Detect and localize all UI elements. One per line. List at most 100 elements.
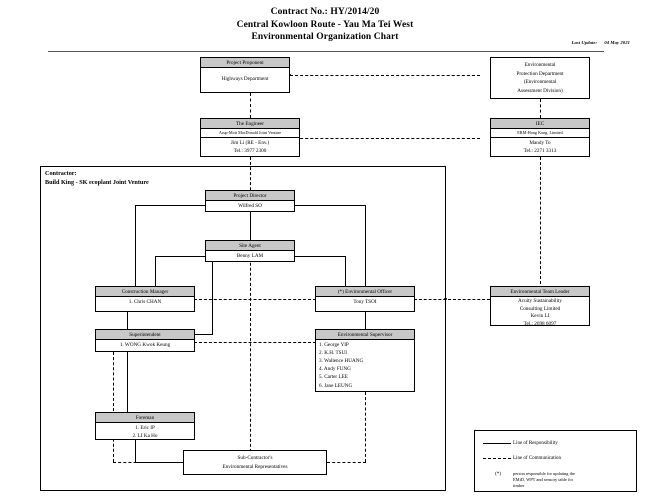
foreman-body: 1. Eric IP 2. LI Ka Ho	[96, 423, 194, 441]
contractor-frame	[40, 166, 446, 491]
header-divider	[48, 51, 604, 52]
epd-line-1: Environmental	[524, 62, 556, 68]
environmental-officer-body: Tony TSOI	[353, 299, 377, 305]
box-construction-manager: Construction Manager 1. Chris CHAN	[95, 286, 195, 312]
list-item: 4. Andy FUNG	[319, 366, 351, 373]
legend-star-note: person responsible for updating the EMiD…	[513, 471, 633, 490]
connector-pd-right-drop	[365, 205, 366, 287]
last-update: Last Update: 04 May 2021	[500, 40, 630, 45]
legend-label-responsibility: Line of Responsibility	[513, 441, 558, 446]
superintendent-body: 1. WONG Kwok Keung	[119, 342, 171, 348]
contractor-label-line-1: Contractor:	[45, 170, 77, 177]
box-site-agent: Site Agent Benny LAM	[205, 240, 295, 262]
connector-superintendent-foreman	[127, 352, 128, 412]
connector-eo-etl	[414, 299, 490, 300]
connector-superintendent-es	[194, 342, 316, 343]
iec-tel: Tel.: 2271 3313	[523, 148, 557, 154]
project-proponent-body: Highways Department	[201, 68, 289, 84]
last-update-date: 04 May 2021	[604, 40, 630, 45]
connector-engineer-iec	[290, 138, 480, 139]
environmental-supervisor-list: 1. George YIP 2. K.H. TSUI 3. Wallence H…	[316, 340, 414, 391]
connector-sa-center-drop	[212, 256, 213, 334]
connector-es-subcontractor	[365, 392, 366, 462]
connector-iec-etl	[540, 157, 541, 284]
superintendent-header: Superintendent	[96, 330, 194, 340]
engineer-firm: Arup-Mott MacDonald Joint Venture	[201, 130, 299, 138]
project-director-body: Wilfred SO	[238, 203, 262, 209]
site-agent-header: Site Agent	[206, 241, 294, 251]
box-environmental-officer: (*) Environmental Officer Tony TSOI	[315, 286, 415, 312]
connector-superintendent-down	[113, 352, 114, 462]
foreman-member-1: 1. Eric IP	[135, 425, 155, 431]
foreman-header: Foreman	[96, 413, 194, 423]
connector-es-subcontractor-h	[327, 462, 366, 463]
box-environmental-team-leader: Environmental Team Leader Acuity Sustain…	[490, 286, 590, 329]
construction-manager-header: Construction Manager	[96, 287, 194, 297]
last-update-label: Last Update:	[571, 40, 598, 45]
iec-body: ERM-Hong Kong, Limited Mandy To Tel.: 22…	[491, 129, 589, 156]
connector-proponent-epd	[290, 75, 480, 76]
connector-engineer-down	[250, 157, 251, 467]
box-iec: IEC ERM-Hong Kong, Limited Mandy To Tel.…	[490, 118, 590, 157]
etl-line-3: Kevin LI	[530, 313, 550, 320]
epd-line-3: (Environmental	[523, 79, 557, 85]
sub-contractor-line-1: Sub-Contractor's	[237, 454, 273, 461]
environmental-team-leader-header: Environmental Team Leader	[491, 287, 589, 297]
legend-row-star-note: (*) person responsible for updating the …	[483, 471, 633, 490]
connector-foreman-subcontractor	[135, 440, 136, 462]
list-item: 3. Wallence HUANG	[319, 357, 364, 364]
connector-sa-right-drop	[345, 256, 346, 287]
etl-line-4: Tel.: 2698 6097	[523, 320, 557, 327]
connector-proponent-engineer	[250, 93, 251, 118]
box-epd: Environmental Protection Department (Env…	[490, 57, 590, 99]
project-proponent-value: Highways Department	[221, 76, 269, 82]
engineer-name: Jim Li (RE - Env.)	[230, 140, 270, 146]
title-line-project: Central Kowloon Route - Yau Ma Tei West	[236, 19, 414, 30]
list-item: 1. George YIP	[319, 341, 349, 348]
project-director-header: Project Director	[206, 191, 294, 201]
box-project-proponent: Project Proponent Highways Department	[200, 57, 290, 93]
epd-line-2: Protection Department	[516, 70, 564, 77]
list-item: 6. Jane LEUNG	[319, 382, 353, 389]
box-sub-contractor: Sub-Contractor's Environmental Represent…	[183, 450, 327, 475]
legend-row-communication: Line of Communication	[483, 455, 561, 462]
list-item: 5. Carter LEE	[319, 374, 348, 381]
box-environmental-supervisor: Environmental Supervisor 1. George YIP 2…	[315, 329, 415, 392]
list-item: 2. K.H. TSUI	[319, 349, 348, 356]
connector-cm-eo	[194, 299, 316, 300]
legend: Line of Responsibility Line of Communica…	[474, 430, 637, 492]
contractor-label-line-2: Build King - SK ecoplant Joint Venture	[45, 179, 149, 186]
environmental-supervisor-header: Environmental Supervisor	[316, 330, 414, 340]
legend-star-note-line-1: person responsible for updating the	[513, 471, 575, 476]
box-foreman: Foreman 1. Eric IP 2. LI Ka Ho	[95, 412, 195, 440]
legend-star-note-line-3: timber	[513, 483, 525, 489]
solid-line-icon	[483, 443, 513, 444]
page-title: Contract No.: HY/2014/20 Central Kowloon…	[0, 6, 650, 44]
connector-dot-frame-right	[444, 297, 447, 301]
connector-eo-es	[365, 312, 366, 330]
iec-header: IEC	[491, 119, 589, 129]
connector-cm-superintendent	[127, 312, 128, 330]
etl-line-1: Acuity Sustainability	[518, 298, 562, 304]
connector-superintendent-sub-h	[113, 462, 183, 463]
asterisk-icon: (*)	[495, 472, 501, 477]
box-superintendent: Superintendent 1. WONG Kwok Keung	[95, 329, 195, 352]
engineer-tel: Tel.: 3977 2300	[233, 148, 267, 154]
connector-pd-stem	[250, 205, 251, 244]
engineer-header: The Engineer	[201, 119, 299, 129]
connector-epd-iec	[540, 99, 541, 118]
iec-name: Mandy To	[529, 140, 551, 146]
legend-label-communication: Line of Communication	[513, 456, 562, 461]
connector-pd-left-drop	[135, 205, 136, 287]
legend-row-responsibility: Line of Responsibility	[483, 440, 558, 447]
etl-line-2: Consulting Limited	[519, 305, 561, 312]
construction-manager-body: 1. Chris CHAN	[128, 299, 162, 305]
connector-sa-left-drop	[155, 256, 156, 287]
foreman-member-2: 2. LI Ka Ho	[132, 433, 158, 439]
sub-contractor-line-2: Environmental Representatives	[222, 463, 288, 470]
contractor-label: Contractor: Build King - SK ecoplant Joi…	[45, 169, 149, 187]
site-agent-body: Benny LAM	[236, 253, 264, 259]
environmental-team-leader-body: Acuity Sustainability Consulting Limited…	[491, 297, 589, 329]
iec-firm: ERM-Hong Kong, Limited	[491, 130, 589, 138]
